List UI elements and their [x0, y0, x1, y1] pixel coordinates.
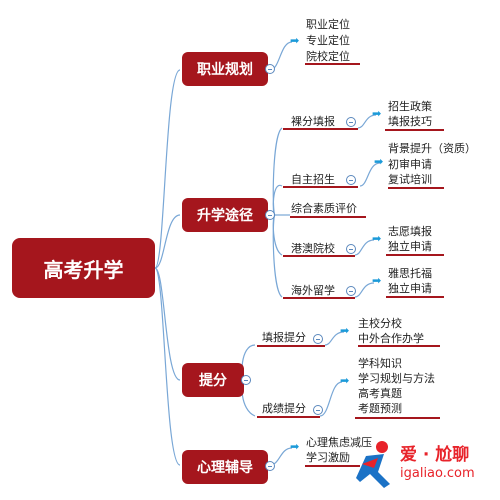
- leaf-raw-1[interactable]: 填报技巧: [388, 115, 432, 128]
- arrow-right-icon: ➡: [372, 107, 382, 120]
- leaf-career-1[interactable]: 专业定位: [306, 34, 350, 47]
- arrow-right-icon: ➡: [374, 155, 384, 168]
- leaf-indep-2[interactable]: 复试培训: [388, 173, 432, 186]
- leaf-hk-1[interactable]: 独立申请: [388, 240, 432, 253]
- leaf-grade-0[interactable]: 学科知识: [358, 357, 402, 370]
- arrow-right-icon: ➡: [340, 324, 350, 337]
- collapse-toggle-icon[interactable]: [346, 244, 356, 254]
- leaf-career-2[interactable]: 院校定位: [306, 50, 350, 63]
- node-score-grades[interactable]: 成绩提分: [262, 402, 306, 415]
- collapse-toggle-icon[interactable]: [265, 210, 275, 220]
- node-score-application[interactable]: 填报提分: [262, 331, 306, 344]
- node-paths-comprehensive[interactable]: 综合素质评价: [291, 202, 357, 215]
- collapse-toggle-icon[interactable]: [346, 117, 356, 127]
- collapse-toggle-icon[interactable]: [313, 405, 323, 415]
- root-node[interactable]: 高考升学: [12, 238, 155, 298]
- leaf-indep-0[interactable]: 背景提升（资质）: [388, 142, 476, 155]
- leaf-psych-1[interactable]: 学习激励: [306, 451, 350, 464]
- runner-logo-icon: [356, 441, 390, 488]
- node-paths-independent[interactable]: 自主招生: [291, 173, 335, 186]
- node-paths-hk-macau[interactable]: 港澳院校: [291, 242, 335, 255]
- watermark-url: igaliao.com: [400, 466, 475, 481]
- watermark-logo: 爱 · 尬聊 igaliao.com: [352, 434, 498, 496]
- leaf-grade-1[interactable]: 学习规划与方法: [358, 372, 435, 385]
- leaf-psych-0[interactable]: 心理焦虑减压: [306, 436, 372, 449]
- watermark-title: 爱 · 尬聊: [400, 445, 470, 465]
- leaf-hk-0[interactable]: 志愿填报: [388, 225, 432, 238]
- collapse-toggle-icon[interactable]: [265, 64, 275, 74]
- leaf-app-1[interactable]: 中外合作办学: [358, 332, 424, 345]
- node-paths[interactable]: 升学途径: [182, 198, 268, 232]
- node-paths-raw-score[interactable]: 裸分填报: [291, 115, 335, 128]
- leaf-overseas-0[interactable]: 雅思托福: [388, 267, 432, 280]
- leaf-indep-1[interactable]: 初审申请: [388, 158, 432, 171]
- arrow-right-icon: ➡: [290, 34, 300, 47]
- collapse-toggle-icon[interactable]: [265, 461, 275, 471]
- node-career[interactable]: 职业规划: [182, 52, 268, 86]
- collapse-toggle-icon[interactable]: [313, 334, 323, 344]
- node-paths-overseas[interactable]: 海外留学: [291, 284, 335, 297]
- leaf-career-0[interactable]: 职业定位: [306, 18, 350, 31]
- leaf-raw-0[interactable]: 招生政策: [388, 100, 432, 113]
- collapse-toggle-icon[interactable]: [346, 286, 356, 296]
- node-score[interactable]: 提分: [182, 363, 244, 397]
- leaf-grade-2[interactable]: 高考真题: [358, 387, 402, 400]
- arrow-right-icon: ➡: [372, 274, 382, 287]
- collapse-toggle-icon[interactable]: [346, 175, 356, 185]
- arrow-right-icon: ➡: [372, 232, 382, 245]
- node-psych[interactable]: 心理辅导: [182, 450, 268, 484]
- arrow-right-icon: ➡: [340, 374, 350, 387]
- leaf-overseas-1[interactable]: 独立申请: [388, 282, 432, 295]
- leaf-app-0[interactable]: 主校分校: [358, 317, 402, 330]
- collapse-toggle-icon[interactable]: [241, 375, 251, 385]
- leaf-grade-3[interactable]: 考题预测: [358, 402, 402, 415]
- arrow-right-icon: ➡: [290, 440, 300, 453]
